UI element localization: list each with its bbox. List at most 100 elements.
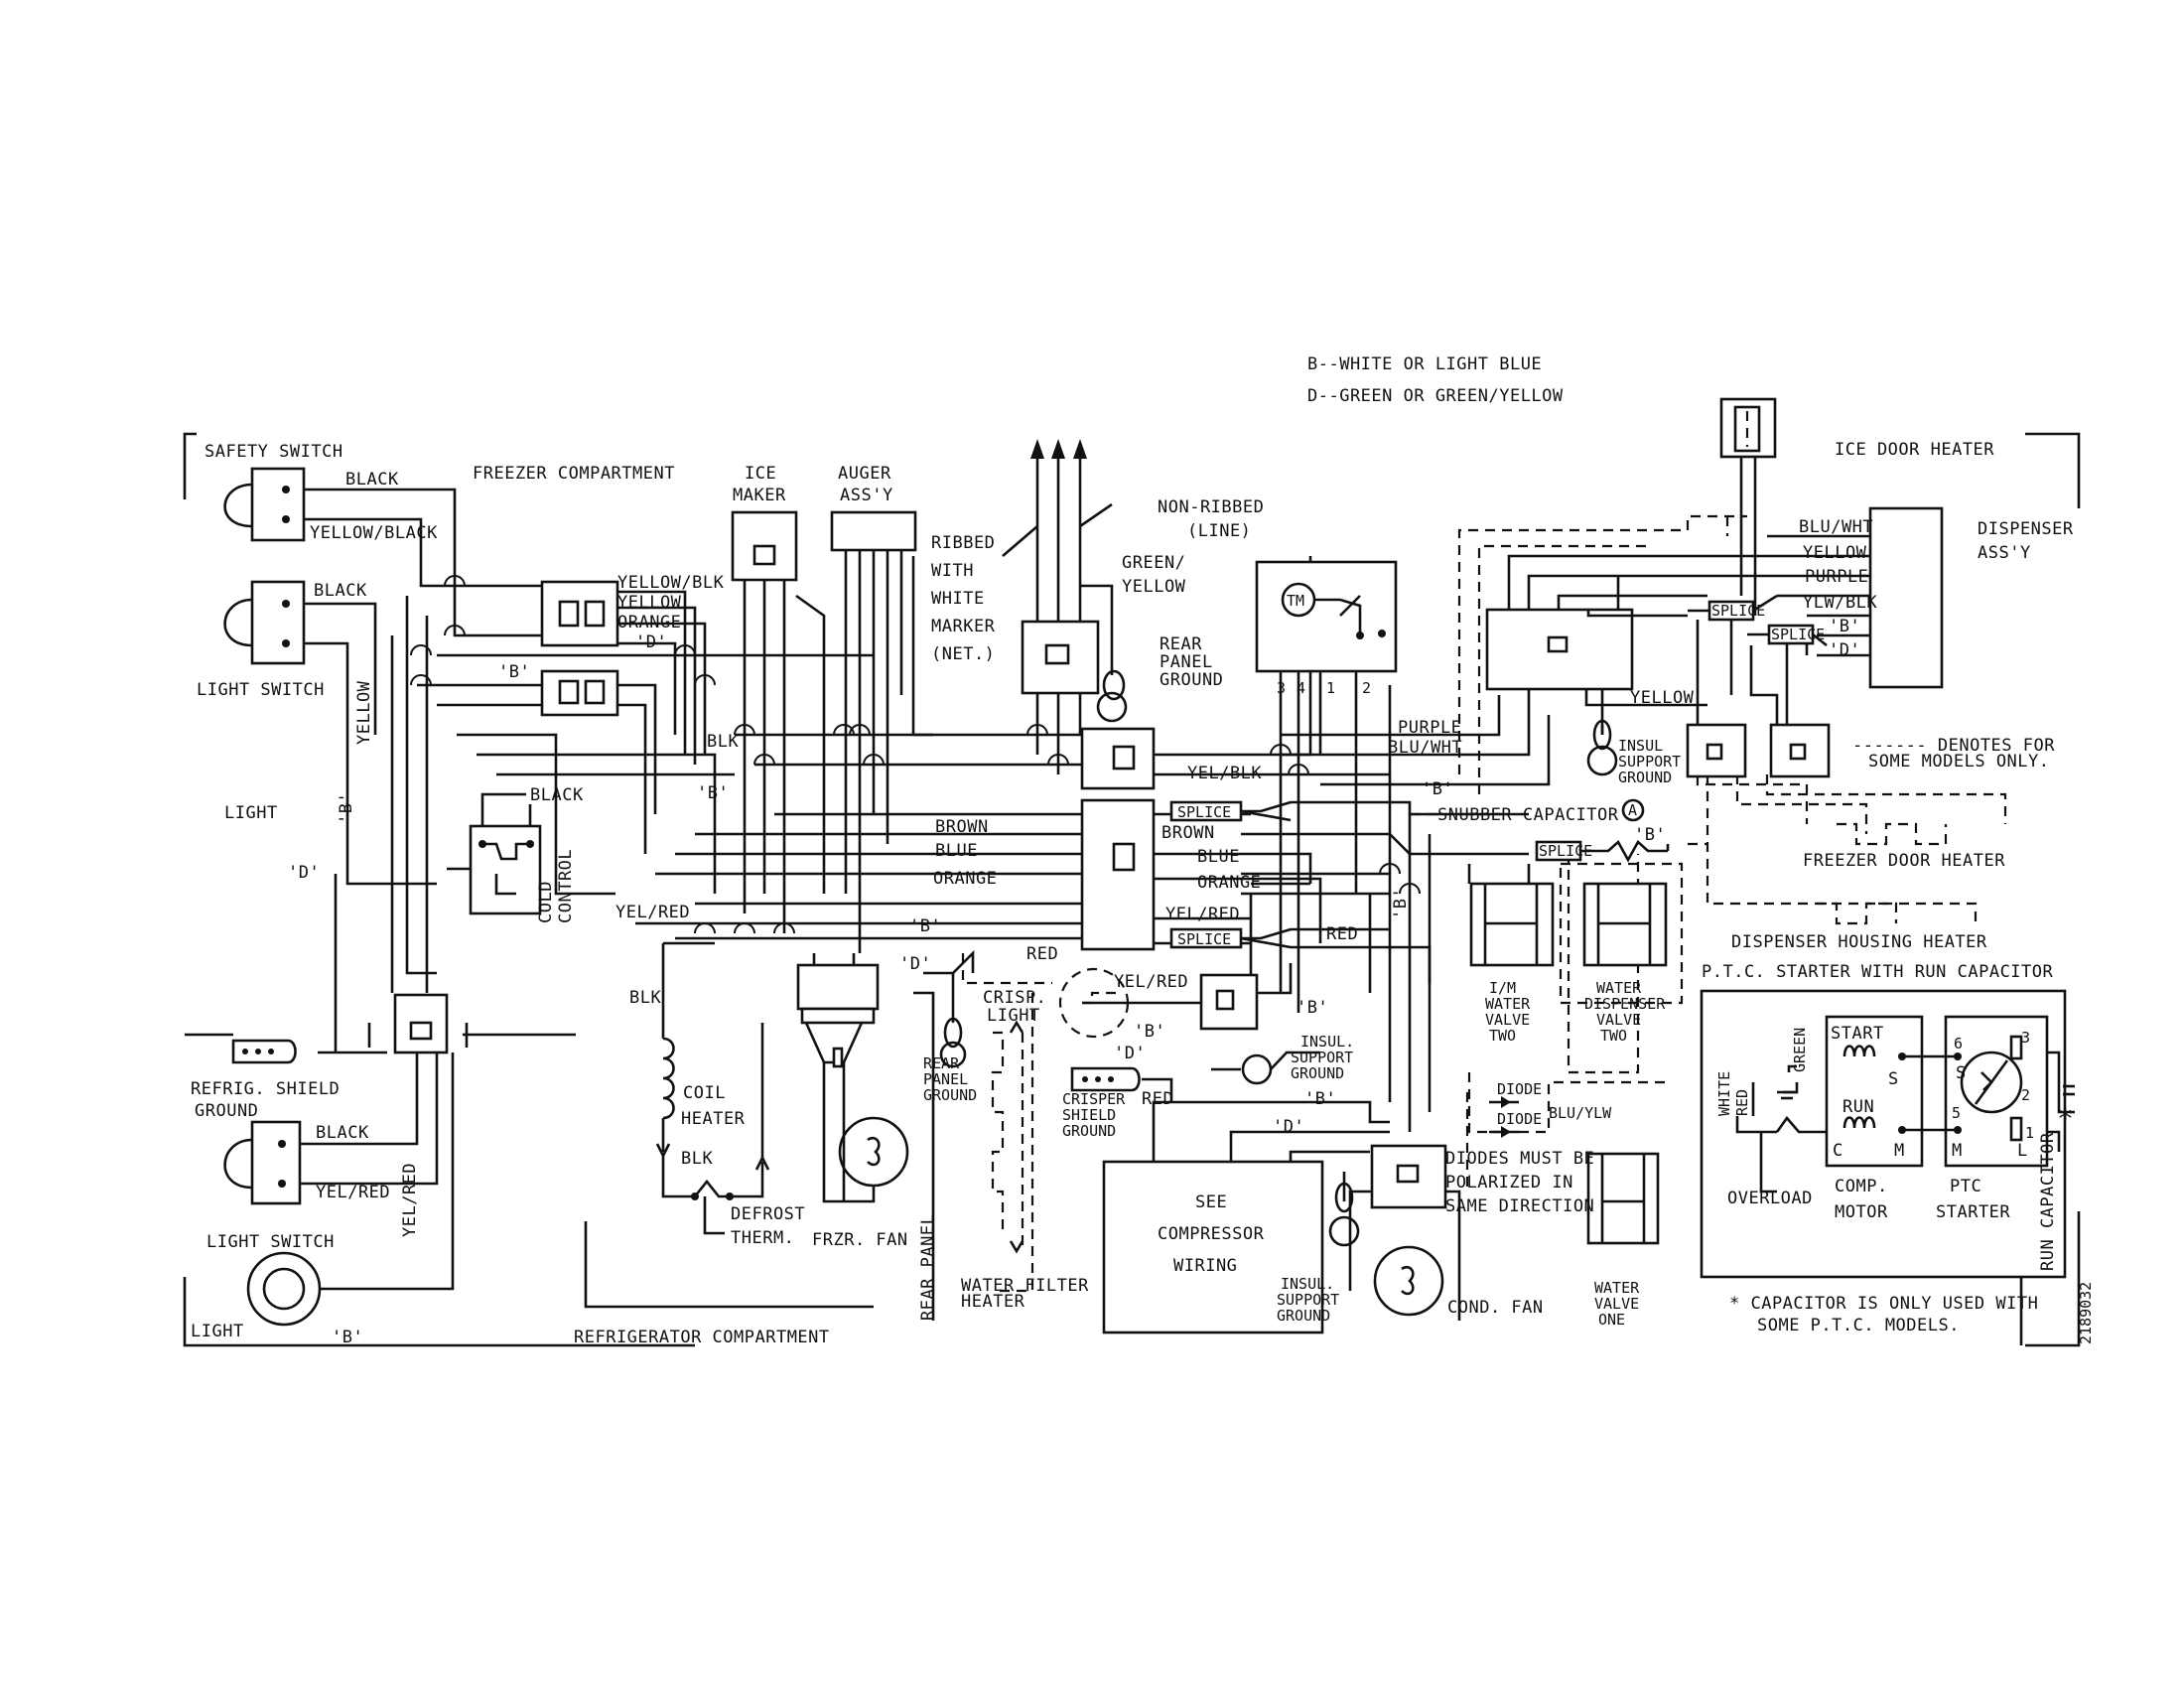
label-black: BLACK	[345, 470, 399, 490]
label-dispenser: DISPENSER	[1584, 995, 1666, 1013]
label-see: SEE	[1195, 1193, 1227, 1212]
timer-right-wiring	[1241, 685, 1551, 896]
label-insul: INSUL.	[1300, 1033, 1354, 1051]
label-control: CONTROL	[556, 849, 576, 923]
label-b: 'B'	[337, 792, 356, 824]
label-ptc: PTC	[1950, 1177, 1981, 1196]
label-marker: MARKER	[931, 617, 996, 636]
label-overload: OVERLOAD	[1727, 1189, 1813, 1208]
label-tm: TM	[1287, 592, 1304, 610]
label-ground: GROUND	[923, 1086, 977, 1104]
label-l: L	[2017, 1141, 2028, 1161]
label-d: 'D'	[288, 863, 320, 883]
label-panel: PANEL	[923, 1070, 968, 1088]
label-shield: SHIELD	[1062, 1106, 1116, 1124]
label-two: TWO	[1489, 1027, 1516, 1045]
label-refrigerator-compartment: REFRIGERATOR COMPARTMENT	[574, 1328, 830, 1347]
label-water: WATER	[1594, 1279, 1640, 1297]
label-wiring: WIRING	[1173, 1256, 1237, 1276]
label-yel-red: YEL/RED	[1165, 905, 1240, 924]
label-3: 3	[1277, 679, 1286, 697]
legend-d: D--GREEN OR GREEN/YELLOW	[1307, 386, 1564, 406]
label-b: 'B'	[1297, 998, 1328, 1018]
label-insul: INSUL.	[1281, 1275, 1334, 1293]
label-d: 'D'	[899, 954, 931, 974]
label-yel-blk: YEL/BLK	[1187, 764, 1262, 783]
label-non-ribbed: NON-RIBBED	[1158, 497, 1264, 517]
label-1: 1	[1326, 679, 1335, 697]
label-red: RED	[1142, 1089, 1173, 1109]
label-yellow: YELLOW	[1630, 688, 1695, 708]
label-splice: SPLICE	[1771, 626, 1825, 643]
label-with: WITH	[931, 561, 974, 581]
label-blu-ylw: BLU/YLW	[1549, 1104, 1612, 1122]
label-b: 'B'	[332, 1328, 363, 1347]
label-capacitor-note: SOME P.T.C. MODELS.	[1757, 1316, 1960, 1335]
label-splice: SPLICE	[1711, 602, 1765, 620]
label-black: BLACK	[314, 581, 367, 601]
safety-switch	[223, 467, 306, 542]
label-starter: STARTER	[1936, 1202, 2010, 1222]
label-red: RED	[1026, 944, 1058, 964]
label-coil: COIL	[683, 1083, 726, 1103]
label-blu-wht: BLU/WHT	[1388, 738, 1462, 758]
label-b: 'B'	[1829, 617, 1860, 636]
im-water-valve	[1467, 864, 1555, 967]
label-green: GREEN	[1791, 1028, 1809, 1072]
label-4: 4	[1297, 679, 1305, 697]
left-wiring	[300, 488, 874, 1309]
label-b: 'B'	[498, 662, 530, 682]
label-white: WHITE	[931, 589, 985, 609]
label-d: 'D'	[1114, 1044, 1146, 1063]
cold-control	[447, 792, 542, 915]
label-2: 2	[2021, 1086, 2030, 1104]
label-ice: ICE	[745, 464, 776, 484]
label-ice-door-heater: ICE DOOR HEATER	[1835, 440, 1994, 460]
label-heater: HEATER	[681, 1109, 746, 1129]
label-auger: AUGER	[838, 464, 891, 484]
label-support: SUPPORT	[1618, 753, 1681, 771]
ptc-starter-panel	[1700, 989, 2075, 1279]
rear-panel-ground-2	[923, 949, 975, 1068]
label-black: BLACK	[530, 785, 584, 805]
label-b: 'B'	[1422, 779, 1453, 799]
text-labels: SAFETY SWITCH BLACK YELLOW/BLACK BLACK L…	[191, 440, 2095, 1347]
diodes	[1465, 1080, 1668, 1192]
label-blu-wht: BLU/WHT	[1799, 517, 1873, 537]
legend-b: B--WHITE OR LIGHT BLUE	[1307, 354, 1542, 374]
frame	[183, 432, 2081, 1347]
label-5: 5	[1952, 1104, 1961, 1122]
label-safety-switch: SAFETY SWITCH	[205, 442, 343, 462]
freezer-fan	[796, 953, 909, 1203]
label-net: (NET.)	[931, 644, 995, 664]
label-frzr-fan: FRZR. FAN	[812, 1230, 908, 1250]
label-valve: VALVE	[1485, 1011, 1530, 1029]
insul-support-ground-top	[1586, 719, 1618, 776]
refrig-light-bulb	[246, 1251, 322, 1327]
label-1: 1	[2025, 1124, 2034, 1142]
water-dispenser-valve	[1559, 862, 1684, 1005]
label-diodes-note: POLARIZED IN	[1445, 1173, 1573, 1193]
label-water: WATER	[1485, 995, 1531, 1013]
dispenser-assy	[1767, 506, 1944, 689]
label-blk: BLK	[707, 732, 739, 752]
label-yellow: YELLOW	[1122, 577, 1186, 597]
label-denotes: ------- DENOTES FOR	[1852, 736, 2055, 756]
label-blue: BLUE	[935, 841, 978, 861]
label-light: LIGHT	[224, 803, 278, 823]
label-rear: REAR	[923, 1054, 960, 1072]
label-ptc-title: P.T.C. STARTER WITH RUN CAPACITOR	[1702, 962, 2054, 982]
label-light: LIGHT	[987, 1006, 1040, 1026]
label-heater: HEATER	[961, 1292, 1025, 1312]
label-blk: BLK	[681, 1149, 713, 1169]
label-3: 3	[2021, 1029, 2030, 1047]
label-yellow: YELLOW	[1803, 543, 1867, 563]
freezer-connectors	[417, 580, 874, 896]
label-splice: SPLICE	[1539, 842, 1592, 860]
splices-right	[1688, 594, 1828, 725]
label-therm: THERM.	[731, 1228, 794, 1248]
label-red: RED	[1733, 1089, 1751, 1116]
auger-assy	[830, 510, 917, 953]
label-two: TWO	[1600, 1027, 1627, 1045]
